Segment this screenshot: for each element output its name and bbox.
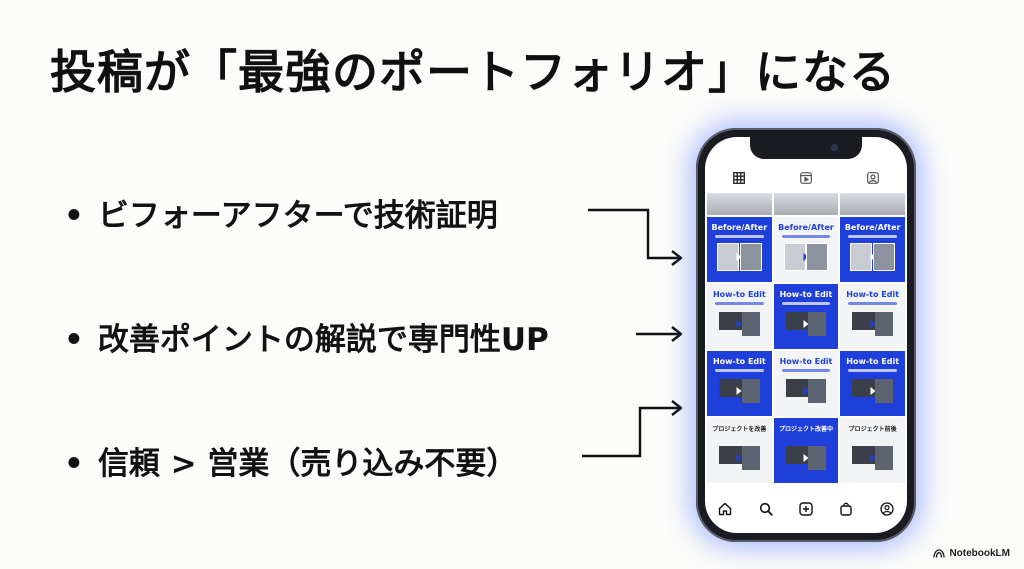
arrow-right-icon: [870, 387, 876, 395]
bullet-text: 信頼 > 営業（売り込み不要）: [97, 446, 518, 482]
arrow-right-icon: [803, 454, 809, 462]
slide-title: 投稿が「最強のポートフォリオ」になる: [50, 45, 896, 99]
add-icon[interactable]: [795, 498, 817, 520]
post-heading: How-to Edit: [712, 290, 766, 299]
arrow-right-icon: [736, 454, 742, 462]
after-photo: [872, 243, 895, 271]
after-photo: [806, 243, 829, 271]
arrow-right-icon: [803, 253, 809, 261]
post-heading: Before/After: [711, 223, 768, 232]
reels-icon[interactable]: [794, 168, 818, 188]
post-tile[interactable]: How-to Edit: [773, 284, 839, 349]
watermark-text: NotebookLM: [949, 548, 1010, 559]
grid-icon[interactable]: [727, 168, 751, 188]
screenshot-thumb: [874, 379, 893, 403]
bullet-dot: •: [64, 446, 84, 482]
arrow-right-icon: [870, 454, 876, 462]
arrow-right-icon: [870, 253, 876, 261]
arrow-right-icon: [736, 320, 742, 328]
phone-notch: [750, 137, 862, 159]
post-heading: How-to Edit: [712, 357, 766, 366]
post-heading: How-to Edit: [779, 290, 833, 299]
bullet-item-before-after: • ビフォーアフターで技術証明: [64, 190, 498, 235]
bottom-nav: [705, 495, 907, 523]
bullet-text: ビフォーアフターで技術証明: [97, 198, 498, 234]
post-heading: How-to Edit: [779, 357, 833, 366]
screenshot-thumb: [808, 379, 827, 403]
post-heading: How-to Edit: [846, 357, 900, 366]
post-tile[interactable]: Before/After: [773, 217, 839, 282]
post-heading: プロジェクトを改善: [712, 426, 767, 433]
post-tile[interactable]: How-to Edit: [773, 351, 839, 416]
post-heading: プロジェクト改善中: [778, 426, 833, 433]
post-tile[interactable]: プロジェクト前後: [840, 418, 905, 483]
post-heading: プロジェクト前後: [848, 426, 897, 433]
post-tile[interactable]: [773, 193, 839, 215]
notebooklm-watermark: NotebookLM: [933, 548, 1010, 559]
bullet-item-trust: • 信頼 > 営業（売り込み不要）: [64, 438, 517, 483]
screenshot-thumb: [808, 446, 827, 470]
screenshot-thumb: [741, 379, 760, 403]
tagged-icon[interactable]: [861, 168, 885, 188]
arrow-3: [582, 406, 680, 458]
before-photo: [717, 243, 739, 271]
post-heading: Before/After: [844, 223, 901, 232]
post-tile[interactable]: Before/After: [840, 217, 905, 282]
arrow-right-icon: [736, 253, 742, 261]
bullet-dot: •: [64, 322, 84, 358]
after-photo: [739, 243, 762, 271]
arrow-1: [588, 208, 680, 260]
before-photo: [783, 243, 806, 271]
post-tile[interactable]: How-to Edit: [707, 284, 772, 349]
post-tile[interactable]: プロジェクト改善中: [773, 418, 839, 483]
post-tile[interactable]: How-to Edit: [840, 351, 905, 416]
screenshot-thumb: [741, 312, 760, 336]
arrow-right-icon: [803, 320, 809, 328]
post-tile[interactable]: [840, 193, 905, 215]
screenshot-thumb: [808, 312, 827, 336]
post-tile[interactable]: How-to Edit: [840, 284, 905, 349]
post-tile[interactable]: Before/After: [707, 217, 772, 282]
camera-icon: [831, 144, 838, 151]
screenshot-thumb: [874, 312, 893, 336]
shop-icon[interactable]: [835, 498, 857, 520]
notebooklm-logo-icon: [933, 549, 946, 558]
phone-mockup: Before/After Before/After Before/After: [696, 128, 916, 542]
bullet-dot: •: [64, 198, 84, 234]
search-icon[interactable]: [755, 498, 777, 520]
arrow-right-icon: [736, 387, 742, 395]
profile-icon[interactable]: [876, 498, 898, 520]
phone-screen: Before/After Before/After Before/After: [705, 137, 907, 533]
bullet-item-expertise: • 改善ポイントの解説で専門性UP: [64, 314, 549, 359]
home-icon[interactable]: [714, 498, 736, 520]
post-tile[interactable]: プロジェクトを改善: [707, 418, 772, 483]
before-photo: [850, 243, 873, 271]
arrow-right-icon: [870, 320, 876, 328]
profile-tabbar: [705, 165, 907, 191]
arrow-right-icon: [803, 387, 809, 395]
post-heading: How-to Edit: [846, 290, 900, 299]
post-tile[interactable]: How-to Edit: [707, 351, 772, 416]
post-grid: Before/After Before/After Before/After: [707, 193, 905, 483]
bullet-text: 改善ポイントの解説で専門性UP: [97, 322, 549, 358]
screenshot-thumb: [741, 446, 760, 470]
post-tile[interactable]: [707, 193, 772, 215]
post-heading: Before/After: [778, 223, 834, 232]
screenshot-thumb: [874, 446, 893, 470]
